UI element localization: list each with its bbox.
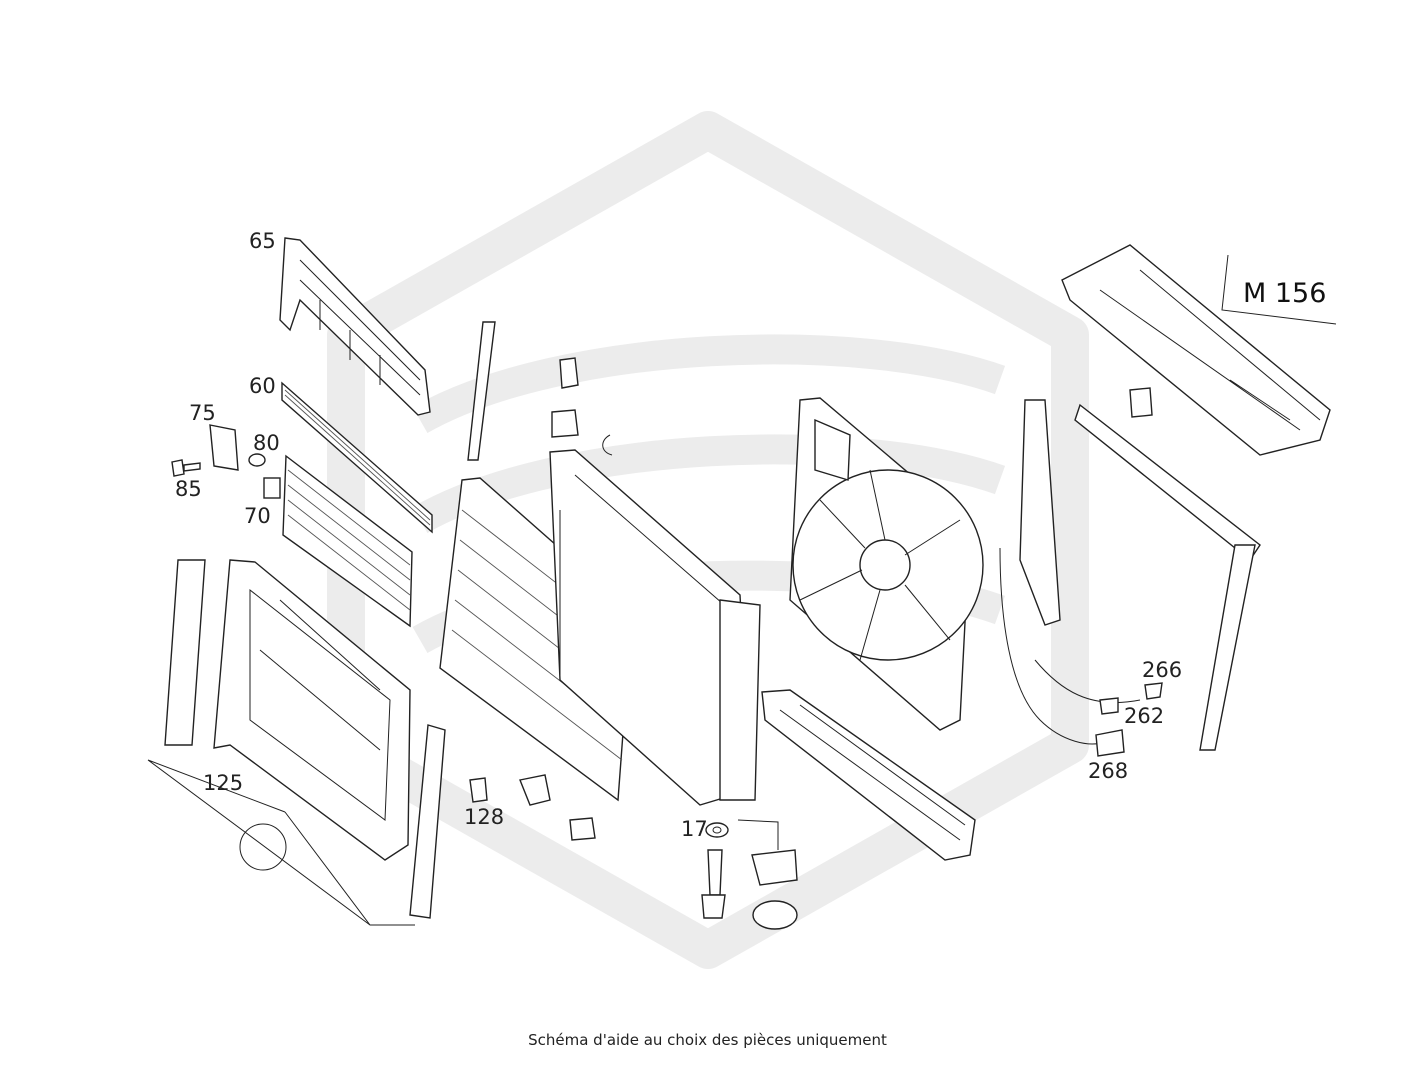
part-17-washer[interactable] <box>705 822 729 838</box>
part-connector-top[interactable] <box>551 357 613 456</box>
part-65-air-guide[interactable] <box>279 237 431 416</box>
callout-85[interactable]: 85 <box>175 477 202 501</box>
part-radiator[interactable] <box>549 449 761 806</box>
part-lower-air-guide[interactable] <box>761 689 976 861</box>
callout-75[interactable]: 75 <box>189 401 216 425</box>
callout-80[interactable]: 80 <box>253 431 280 455</box>
part-drain-plug[interactable] <box>701 819 798 930</box>
callout-125[interactable]: 125 <box>203 771 243 795</box>
part-side-frame[interactable] <box>999 399 1261 751</box>
part-fan-module[interactable] <box>789 397 984 731</box>
part-80-seal-ring[interactable] <box>248 453 266 467</box>
part-128-clip[interactable] <box>469 777 488 803</box>
callout-266[interactable]: 266 <box>1142 658 1182 682</box>
model-code-box: M 156 <box>1221 254 1337 325</box>
part-268-connector[interactable] <box>1095 729 1125 757</box>
callout-268[interactable]: 268 <box>1088 759 1128 783</box>
callout-60[interactable]: 60 <box>249 374 276 398</box>
callout-65[interactable]: 65 <box>249 229 276 253</box>
part-70-aux-cooler[interactable] <box>263 454 413 628</box>
part-125-frame[interactable] <box>147 559 446 926</box>
callout-128[interactable]: 128 <box>464 805 504 829</box>
callout-17[interactable]: 17 <box>681 817 708 841</box>
part-85-screw[interactable] <box>171 459 201 477</box>
part-266-clip[interactable] <box>1144 682 1163 700</box>
part-60-oil-cooler[interactable] <box>281 381 433 534</box>
callout-labels: 65 60 75 80 85 70 125 128 17 266 262 268 <box>175 229 1182 841</box>
model-code-text: M 156 <box>1243 278 1326 309</box>
diagram-caption: Schéma d'aide au choix des pièces unique… <box>528 1031 887 1049</box>
callout-262[interactable]: 262 <box>1124 704 1164 728</box>
part-75-bracket[interactable] <box>209 424 239 471</box>
part-sensor[interactable] <box>519 774 596 841</box>
callout-70[interactable]: 70 <box>244 504 271 528</box>
part-top-cover[interactable] <box>1061 244 1331 456</box>
part-262-harness[interactable] <box>1099 697 1119 715</box>
